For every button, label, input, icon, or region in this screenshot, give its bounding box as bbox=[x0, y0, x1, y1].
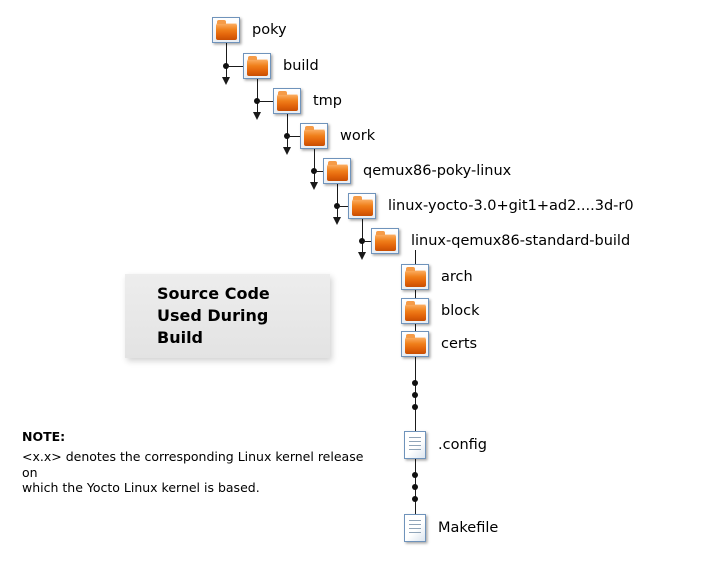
folder-glyph bbox=[404, 267, 426, 287]
callout-text: Used During bbox=[157, 306, 269, 325]
folder-glyph bbox=[303, 126, 325, 146]
tree-node-label: poky bbox=[252, 22, 287, 38]
folder-icon bbox=[371, 228, 399, 254]
note-text: <x.x> denotes the corresponding Linux ke… bbox=[22, 449, 364, 480]
folder-glyph bbox=[215, 20, 237, 40]
folder-glyph bbox=[326, 161, 348, 181]
tree-node-certs: certs bbox=[401, 331, 477, 357]
connector-stub bbox=[226, 66, 243, 67]
tree-node-block: block bbox=[401, 298, 479, 324]
callout-text: Build bbox=[157, 328, 204, 347]
folder-icon bbox=[323, 158, 351, 184]
folder-icon bbox=[401, 331, 429, 357]
tree-node-label: Makefile bbox=[438, 520, 499, 536]
connector-line bbox=[257, 79, 258, 113]
connector-stub bbox=[314, 171, 323, 172]
tree-node-tmp: tmp bbox=[273, 88, 342, 114]
connector-stub bbox=[362, 241, 371, 242]
down-arrow-icon bbox=[283, 147, 291, 155]
note-text: which the Yocto Linux kernel is based. bbox=[22, 480, 260, 495]
down-arrow-icon bbox=[358, 252, 366, 260]
folder-glyph bbox=[374, 231, 396, 251]
ellipsis-dot bbox=[412, 484, 418, 490]
tree-node-label: qemux86-poky-linux bbox=[363, 163, 512, 179]
callout-text: Source Code bbox=[157, 284, 270, 303]
connector-stub bbox=[337, 206, 348, 207]
tree-node-label: certs bbox=[441, 336, 478, 352]
ellipsis-dot bbox=[412, 392, 418, 398]
connector-line bbox=[362, 219, 363, 253]
down-arrow-icon bbox=[253, 112, 261, 120]
tree-node-label: build bbox=[283, 58, 319, 74]
file-icon bbox=[404, 514, 426, 542]
note-heading: NOTE: bbox=[22, 429, 66, 444]
folder-icon bbox=[243, 53, 271, 79]
folder-icon bbox=[401, 264, 429, 290]
folder-glyph bbox=[276, 91, 298, 111]
folder-glyph bbox=[404, 334, 426, 354]
tree-node-label: work bbox=[340, 128, 376, 144]
callout-box: Source Code Used During Build bbox=[125, 274, 330, 358]
tree-node-label: arch bbox=[441, 269, 473, 285]
connector-line bbox=[314, 149, 315, 183]
note-block: NOTE: <x.x> denotes the corresponding Li… bbox=[22, 429, 382, 496]
ellipsis-dot bbox=[412, 472, 418, 478]
tree-node-work: work bbox=[300, 123, 375, 149]
tree-node-linux-yocto: linux-yocto-3.0+git1+ad2....3d-r0 bbox=[348, 193, 634, 219]
ellipsis-dot bbox=[412, 496, 418, 502]
down-arrow-icon bbox=[310, 182, 318, 190]
tree-node-label: .config bbox=[438, 437, 487, 453]
tree-node-label: block bbox=[441, 303, 480, 319]
connector-line bbox=[337, 184, 338, 218]
file-icon bbox=[404, 431, 426, 459]
folder-icon bbox=[273, 88, 301, 114]
ellipsis-dot bbox=[412, 404, 418, 410]
folder-glyph bbox=[246, 56, 268, 76]
tree-node-label: linux-yocto-3.0+git1+ad2....3d-r0 bbox=[388, 198, 634, 214]
folder-glyph bbox=[351, 196, 373, 216]
folder-icon bbox=[401, 298, 429, 324]
down-arrow-icon bbox=[333, 217, 341, 225]
folder-glyph bbox=[404, 301, 426, 321]
folder-icon bbox=[212, 17, 240, 43]
connector-stub bbox=[287, 136, 300, 137]
connector-line bbox=[415, 250, 416, 529]
tree-node-build: build bbox=[243, 53, 319, 79]
tree-node-poky: poky bbox=[212, 17, 287, 43]
connector-line bbox=[287, 114, 288, 148]
tree-node-label: tmp bbox=[313, 93, 343, 109]
tree-node-qemux86-poky-linux: qemux86-poky-linux bbox=[323, 158, 511, 184]
ellipsis-dot bbox=[412, 380, 418, 386]
tree-node-linux-qemux86-standard-build: linux-qemux86-standard-build bbox=[371, 228, 630, 254]
tree-node-makefile: Makefile bbox=[404, 514, 498, 542]
connector-stub bbox=[257, 101, 273, 102]
tree-node-label: linux-qemux86-standard-build bbox=[411, 233, 631, 249]
connector-line bbox=[226, 43, 227, 78]
folder-icon bbox=[300, 123, 328, 149]
down-arrow-icon bbox=[222, 77, 230, 85]
tree-node-dot-config: .config bbox=[404, 431, 487, 459]
folder-icon bbox=[348, 193, 376, 219]
tree-node-arch: arch bbox=[401, 264, 473, 290]
